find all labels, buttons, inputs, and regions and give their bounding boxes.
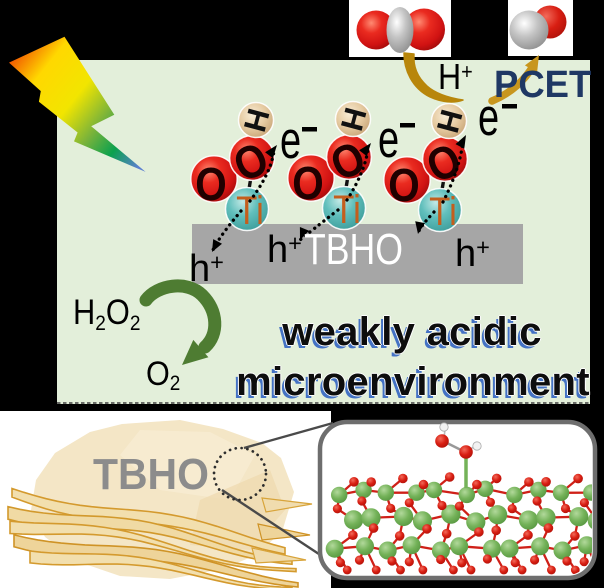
svg-text:e: e [280,111,301,169]
svg-text:O: O [292,159,323,210]
svg-text:O: O [195,160,226,211]
svg-text:e: e [378,110,399,168]
svg-text:e: e [478,88,499,146]
svg-text:O: O [388,161,419,212]
